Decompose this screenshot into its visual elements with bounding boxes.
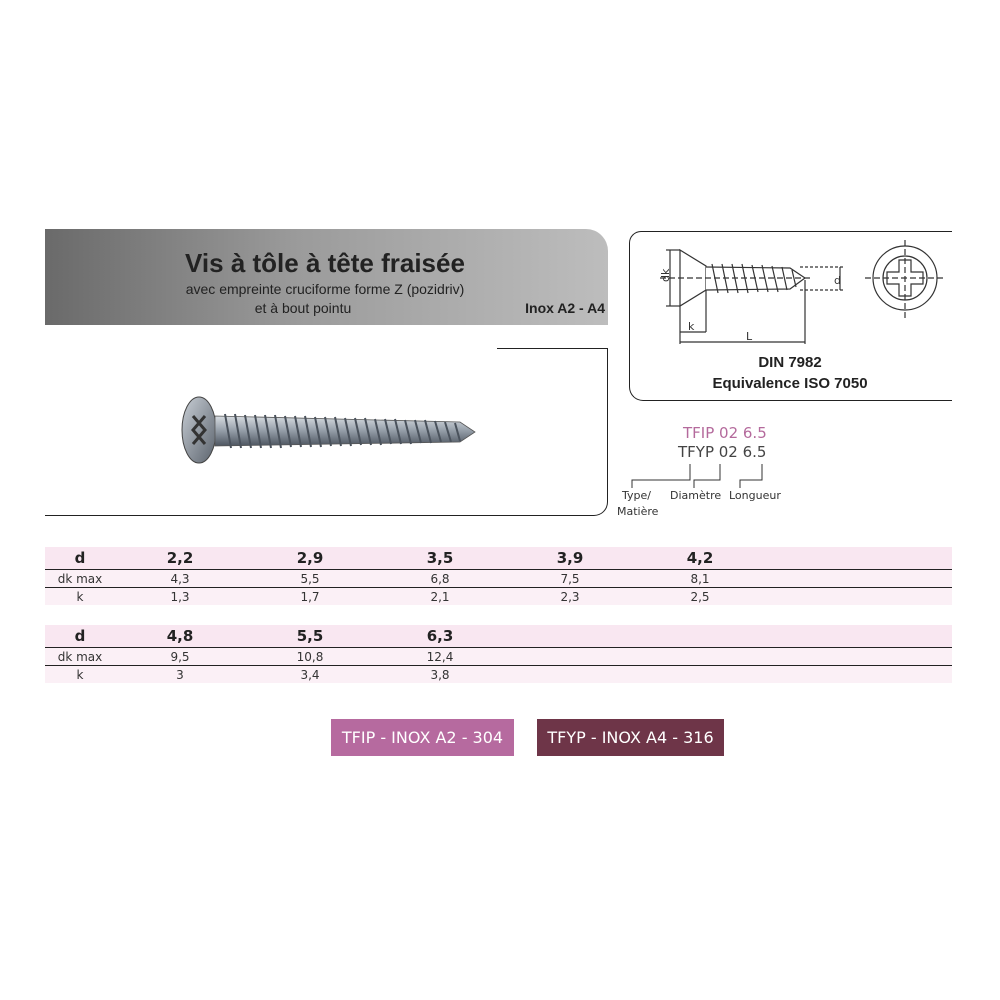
badge-inox-a2: TFIP - INOX A2 - 304 — [331, 719, 514, 756]
table-cell: 2,1 — [375, 587, 505, 605]
din-standard: DIN 7982 — [758, 354, 822, 371]
column-header: 3,5 — [375, 547, 505, 570]
table-cell: 4,3 — [115, 569, 245, 588]
caption-material: Matière — [617, 505, 659, 518]
photo-frame-gap — [45, 347, 497, 351]
reference-code-a4: TFYP 02 6.5 — [678, 443, 767, 461]
table-cell: 10,8 — [245, 647, 375, 666]
table-spacer — [765, 625, 952, 648]
row-label: dk max — [45, 569, 115, 588]
badge-inox-a4: TFYP - INOX A4 - 316 — [537, 719, 724, 756]
diagram-box — [629, 231, 952, 401]
table-cell: 5,5 — [245, 569, 375, 588]
dk-label: dk — [659, 268, 672, 282]
page-title: Vis à tôle à tête fraisée — [185, 248, 465, 278]
subtitle-line-1: avec empreinte cruciforme forme Z (pozid… — [185, 281, 465, 297]
header-label: d — [45, 547, 115, 570]
table-spacer — [765, 587, 952, 605]
column-header — [635, 625, 765, 648]
header-label: d — [45, 625, 115, 648]
table-cell: 1,3 — [115, 587, 245, 605]
table-row: dk max 4,3 5,5 6,8 7,5 8,1 — [45, 569, 952, 588]
table-header-row: d 4,8 5,5 6,3 — [45, 625, 952, 648]
column-header: 4,8 — [115, 625, 245, 648]
code-callout-lines — [631, 464, 763, 488]
column-header: 2,9 — [245, 547, 375, 570]
table-spacer — [765, 665, 952, 683]
dimension-table-1: d 2,2 2,9 3,5 3,9 4,2 dk max 4,3 5,5 6,8… — [45, 547, 952, 605]
table-spacer — [765, 547, 952, 570]
row-label: dk max — [45, 647, 115, 666]
caption-diameter: Diamètre — [670, 489, 722, 502]
header-banner — [45, 229, 608, 325]
column-header: 2,2 — [115, 547, 245, 570]
material-label: Inox A2 - A4 — [525, 300, 605, 316]
table-cell: 6,8 — [375, 569, 505, 588]
reference-code-a2: TFIP 02 6.5 — [683, 424, 767, 442]
table-cell: 12,4 — [375, 647, 505, 666]
table-cell — [505, 647, 635, 666]
table-row: k 3 3,4 3,8 — [45, 665, 952, 683]
column-header: 4,2 — [635, 547, 765, 570]
screw-photo — [181, 396, 476, 464]
table-cell: 2,3 — [505, 587, 635, 605]
column-header: 5,5 — [245, 625, 375, 648]
table-cell — [505, 665, 635, 683]
table-cell: 2,5 — [635, 587, 765, 605]
technical-drawing: dk d k L — [659, 240, 945, 344]
table-cell: 9,5 — [115, 647, 245, 666]
row-label: k — [45, 587, 115, 605]
L-label: L — [746, 330, 753, 343]
caption-length: Longueur — [729, 489, 781, 502]
table-cell: 3,8 — [375, 665, 505, 683]
table-cell: 1,7 — [245, 587, 375, 605]
table-cell — [635, 647, 765, 666]
column-header: 3,9 — [505, 547, 635, 570]
row-label: k — [45, 665, 115, 683]
column-header: 6,3 — [375, 625, 505, 648]
table-row: dk max 9,5 10,8 12,4 — [45, 647, 952, 666]
table-spacer — [765, 569, 952, 588]
iso-equivalence: Equivalence ISO 7050 — [712, 375, 868, 392]
table-cell — [635, 665, 765, 683]
table-cell: 3 — [115, 665, 245, 683]
caption-type: Type/ — [622, 489, 651, 502]
column-header — [505, 625, 635, 648]
table-header-row: d 2,2 2,9 3,5 3,9 4,2 — [45, 547, 952, 570]
table-cell: 7,5 — [505, 569, 635, 588]
dimension-table-2: d 4,8 5,5 6,3 dk max 9,5 10,8 12,4 k 3 3… — [45, 625, 952, 683]
d-label: d — [834, 274, 841, 287]
table-cell: 8,1 — [635, 569, 765, 588]
k-label: k — [688, 320, 695, 333]
subtitle-line-2: et à bout pointu — [254, 300, 352, 316]
table-row: k 1,3 1,7 2,1 2,3 2,5 — [45, 587, 952, 605]
table-cell: 3,4 — [245, 665, 375, 683]
table-spacer — [765, 647, 952, 666]
